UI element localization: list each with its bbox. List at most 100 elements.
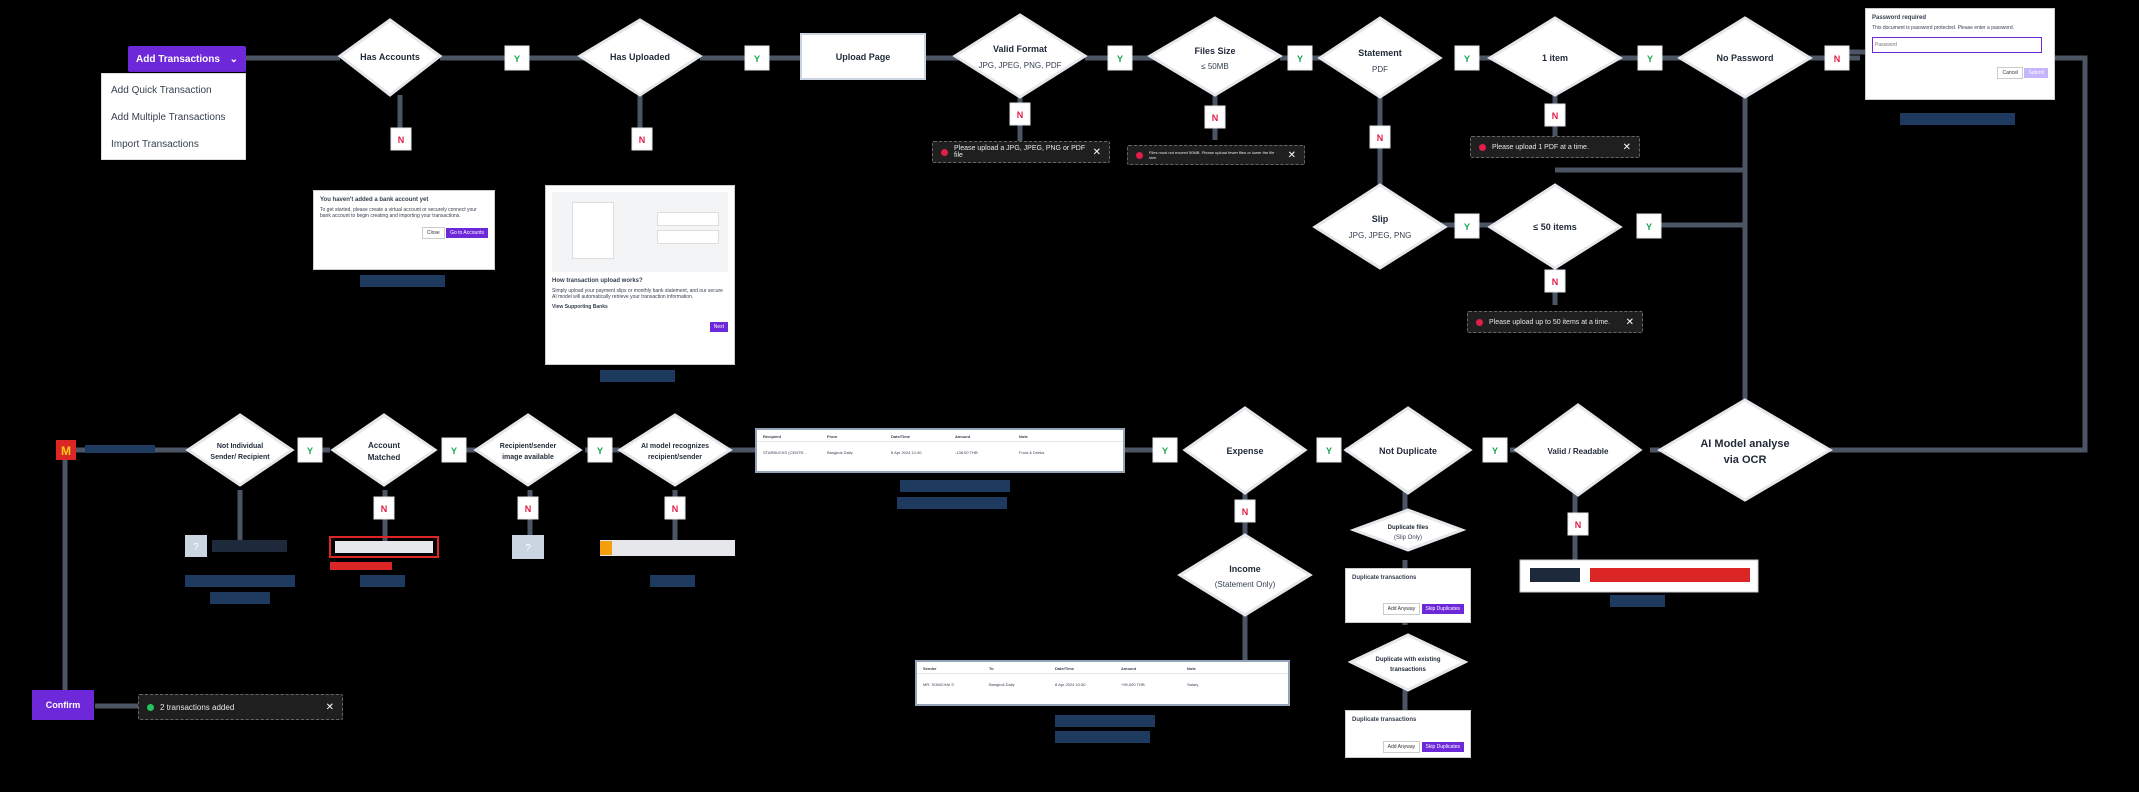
label-n: N — [1824, 45, 1850, 71]
dialog-title: How transaction upload works? — [552, 278, 643, 284]
label-y: Y — [1454, 213, 1480, 239]
decision-le-50-items: ≤ 50 items — [1487, 183, 1623, 270]
password-input[interactable] — [1872, 37, 2042, 53]
svg-text:Matched: Matched — [368, 453, 401, 462]
label-y: Y — [441, 437, 467, 463]
column-header: Sender — [923, 666, 937, 671]
placeholders: ? ? — [185, 535, 1759, 593]
column-header: Note — [1019, 434, 1028, 439]
label-y: Y — [1482, 437, 1508, 463]
svg-text:N: N — [639, 135, 646, 145]
how-upload-works-dialog: How transaction upload works? Simply upl… — [545, 185, 735, 365]
caption-bars — [85, 113, 2015, 743]
svg-text:JPG, JPEG, PNG: JPG, JPEG, PNG — [1349, 231, 1412, 240]
svg-text:?: ? — [525, 543, 531, 554]
menu-item-import[interactable]: Import Transactions — [111, 139, 199, 150]
svg-text:AI model recognizes: AI model recognizes — [641, 443, 709, 450]
illustration-image — [552, 192, 728, 272]
label-n: N — [1544, 103, 1566, 127]
label-y: Y — [1107, 45, 1133, 71]
svg-text:Not Individual: Not Individual — [217, 443, 263, 450]
upload-page-node: Upload Page — [800, 33, 926, 80]
svg-text:≤ 50 items: ≤ 50 items — [1533, 222, 1576, 232]
menu-item-multiple[interactable]: Add Multiple Transactions — [111, 112, 226, 123]
table-cell[interactable]: Bangkok Daily — [989, 682, 1015, 687]
close-icon[interactable]: ✕ — [1622, 141, 1631, 153]
decision-has-accounts: Has Accounts — [337, 18, 443, 97]
label-n: N — [1567, 512, 1589, 536]
table-cell[interactable]: -138.00 THB — [955, 450, 978, 455]
table-cell: STARBUCKS (CENTR... — [763, 450, 807, 455]
label-y: Y — [1316, 437, 1342, 463]
table-cell[interactable]: Bangkok Daily — [827, 450, 853, 455]
brand-logo: M — [56, 440, 76, 460]
close-icon[interactable]: ✕ — [1092, 146, 1101, 158]
column-header: Recipient — [763, 434, 782, 439]
svg-text:Account: Account — [368, 441, 400, 450]
one-pdf-toast: Please upload 1 PDF at a time.✕ — [1470, 136, 1640, 158]
label-y: Y — [1287, 45, 1313, 71]
table-cell[interactable]: 8 Apr 2024 12:40 — [891, 450, 922, 455]
decision-expense: Expense — [1182, 406, 1308, 495]
label-n: N — [517, 496, 539, 520]
svg-text:Y: Y — [1464, 54, 1470, 64]
svg-text:JPG, JPEG, PNG, PDF: JPG, JPEG, PNG, PDF — [978, 61, 1061, 70]
svg-text:Y: Y — [1297, 54, 1303, 64]
svg-text:Duplicate with existing: Duplicate with existing — [1375, 657, 1440, 663]
cancel-button[interactable]: Cancel — [1997, 67, 2024, 79]
add-anyway-button[interactable]: Add Anyway — [1382, 741, 1421, 753]
table-cell[interactable]: 8 Apr 2024 10:30 — [1055, 682, 1086, 687]
next-button[interactable]: Next — [709, 322, 728, 332]
dialog-body: To get started, please create a virtual … — [320, 207, 477, 219]
close-icon[interactable]: ✕ — [325, 701, 334, 713]
svg-text:Y: Y — [451, 446, 457, 456]
svg-text:N: N — [1377, 133, 1384, 143]
label-y: Y — [1637, 45, 1663, 71]
decision-not-duplicate: Not Duplicate — [1343, 406, 1473, 495]
dialog-title: Duplicate transactions — [1352, 575, 1417, 581]
svg-text:?: ? — [193, 542, 199, 553]
svg-text:N: N — [1552, 277, 1559, 287]
svg-text:Files Size: Files Size — [1194, 46, 1235, 56]
label-n: N — [631, 127, 653, 151]
add-transactions-button[interactable]: Add Transactions ⌄ — [128, 46, 246, 72]
submit-button[interactable]: Submit — [2024, 68, 2048, 78]
svg-text:Valid / Readable: Valid / Readable — [1548, 447, 1609, 456]
go-to-accounts-button[interactable]: Go to Accounts — [446, 228, 488, 238]
dialog-body: Simply upload your payment slips or mont… — [552, 288, 723, 300]
table-cell: MR. SOMCHAI S — [923, 682, 954, 687]
success-toast: 2 transactions added✕ — [138, 694, 343, 720]
close-button[interactable]: Close — [421, 227, 445, 239]
add-anyway-button[interactable]: Add Anyway — [1382, 603, 1421, 615]
label-n: N — [1369, 125, 1391, 149]
label-n: N — [1544, 269, 1566, 293]
decision-no-password: No Password — [1677, 16, 1813, 99]
close-icon[interactable]: ✕ — [1625, 316, 1634, 328]
svg-text:N: N — [381, 504, 388, 514]
supporting-banks-link[interactable]: View Supporting Banks — [552, 304, 608, 310]
label-n: N — [1009, 102, 1031, 126]
menu-item-quick[interactable]: Add Quick Transaction — [111, 85, 212, 96]
table-cell[interactable]: +99,000 THB — [1121, 682, 1145, 687]
svg-text:(Slip Only): (Slip Only) — [1394, 535, 1422, 541]
close-icon[interactable]: ✕ — [1287, 149, 1296, 161]
error-icon — [1479, 143, 1486, 151]
confirm-button[interactable]: Confirm — [32, 690, 94, 720]
svg-text:(Statement Only): (Statement Only) — [1215, 580, 1276, 589]
table-cell[interactable]: Salary — [1187, 682, 1199, 687]
income-transaction-row: Sender To Date/Time Amount Note MR. SOMC… — [915, 660, 1290, 706]
skip-duplicates-button[interactable]: Skip Duplicates — [1421, 742, 1464, 752]
label-y: Y — [1152, 437, 1178, 463]
svg-text:N: N — [398, 135, 405, 145]
column-header: Amount — [955, 434, 971, 439]
svg-text:image available: image available — [502, 454, 554, 461]
skip-duplicates-button[interactable]: Skip Duplicates — [1421, 604, 1464, 614]
table-cell[interactable]: Food & Drinks — [1019, 450, 1045, 455]
